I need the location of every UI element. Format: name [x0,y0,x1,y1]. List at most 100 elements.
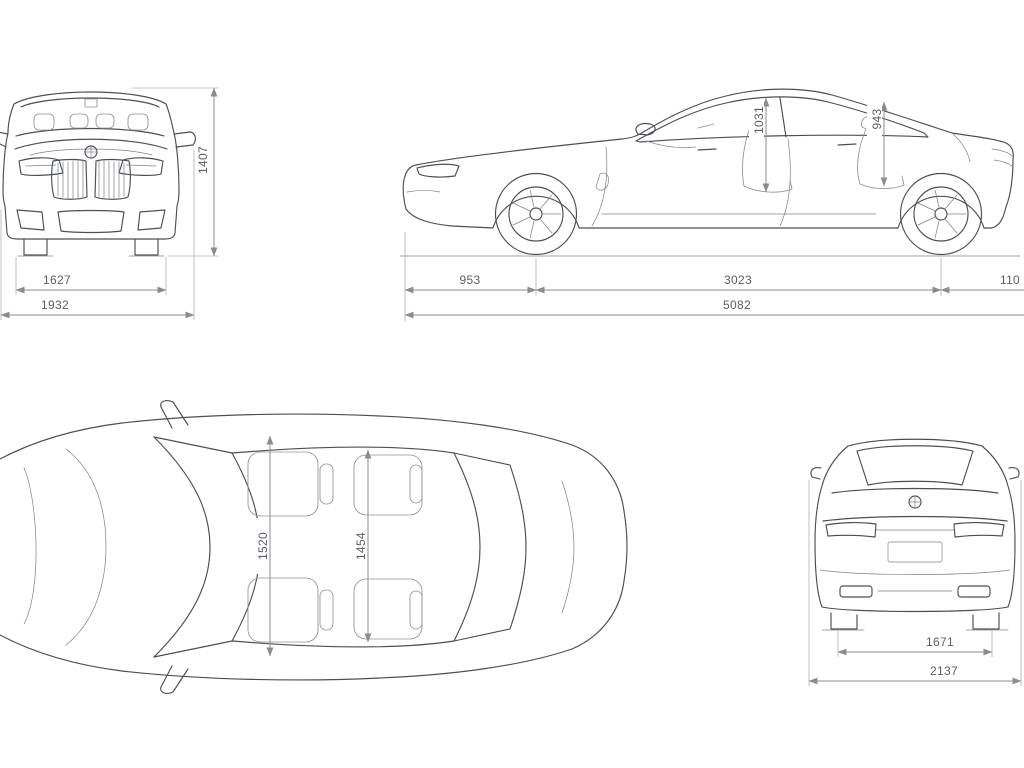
dim-rear-overhang-label: 110 [1000,273,1020,287]
bumper-crease [819,569,1011,575]
front-tire [494,172,578,256]
bmw-roundel-icon [908,495,922,509]
dim-rear-width-label: 2137 [930,664,958,678]
front-headlight-detail [25,164,157,167]
dim-track-label: 1627 [43,273,71,287]
kidney-grille [51,158,131,200]
left-taillight [825,522,877,538]
headrest [127,113,149,131]
top-car-body [0,400,628,694]
roundel-cross [908,495,922,509]
rear-seat-right [353,578,423,640]
front-bumper-intakes [16,209,166,234]
dim-rear-interior-width-label: 1454 [354,532,368,560]
rear-outline [814,438,1016,613]
rear-left-wheel [830,612,858,630]
top-dimensions: 1520 1454 [252,435,372,657]
rear-door-shutline [779,138,791,227]
top-left-mirror [160,400,189,429]
top-right-mirror [160,665,189,694]
door-handles [697,143,857,151]
headrest [33,113,55,131]
rear-tire [899,172,983,256]
dashboard [645,123,715,149]
label-backing [867,100,882,140]
label-backing [350,518,365,574]
shoulder-line [822,515,1008,522]
side-dimensions: 953 3023 110 5082 [404,232,1024,322]
front-fascia-line [23,467,37,625]
width-extension-lines [0,150,195,320]
headrest [69,113,89,129]
headrest [319,589,334,631]
front-hood-crease [14,138,168,150]
rear-width-extension-lines [808,480,1022,686]
front-wheels [17,238,165,257]
rear-view: 1671 2137 [808,438,1022,686]
top-outline [0,413,628,681]
rear-hub [934,207,948,221]
a-pillars [153,436,233,658]
length-extension-lines [404,232,942,322]
front-car-body [0,91,196,257]
dim-front-interior-width-label: 1520 [256,532,270,560]
windshield-base [153,436,211,658]
rear-dimensions: 1671 2137 [808,480,1022,686]
dim-length-label: 5082 [723,298,751,312]
front-bumper-line [406,190,441,193]
front-door-shutline [591,146,608,227]
track-extension-lines [15,257,167,295]
headrest [409,464,423,504]
front-right-mirror [173,131,196,148]
bmw-roundel-icon [84,145,98,159]
dim-rear-track-label: 1671 [926,635,954,649]
rear-track-extension-lines [837,631,993,657]
side-headlight [416,163,460,178]
side-wheels [494,172,983,256]
grille-right-kidney [94,158,131,200]
front-rim [508,186,564,242]
top-view: 1520 1454 [0,400,628,694]
front-roof-outline [2,91,180,240]
license-plate-recess [887,541,943,563]
rear-right-mirror [1008,466,1020,480]
rear-right-wheel [972,612,1000,630]
rear-window-front-edge [453,452,481,642]
dim-width-label: 1932 [41,298,69,312]
side-outline [402,88,1014,229]
rear-left-mirror [810,466,822,480]
roundel-cross [84,145,98,159]
headrest [319,463,334,505]
right-taillight [953,522,1005,538]
trunk-shutline [951,132,971,163]
front-view: 1407 1627 1932 [0,87,219,320]
dim-wheelbase-label: 3023 [724,273,752,287]
grille-slats [57,160,125,199]
front-right-wheel [134,238,159,256]
right-exhaust [957,585,991,598]
left-intake [16,209,45,231]
headrest [409,590,423,630]
top-seats [247,451,423,643]
headrest [95,113,115,129]
rear-rim [913,186,969,242]
center-intake [57,209,125,234]
hood-cutline [65,448,107,646]
grille-left-kidney [51,158,88,200]
rear-seat-left [353,454,423,516]
right-intake [137,209,166,231]
front-dimensions: 1407 1627 1932 [0,87,219,320]
side-mirror [635,122,656,136]
dim-front-headroom-label: 1031 [752,106,766,134]
rear-car-body [810,438,1020,631]
rear-window [856,445,974,486]
dim-rear-headroom-label: 943 [870,109,884,130]
front-seat-left [247,451,319,517]
dim-height-label: 1407 [196,146,210,174]
rear-window-rear-edge [509,464,527,630]
trunk-cutline [561,480,575,614]
side-interior-dimensions: 1031 943 [749,97,888,193]
rear-seat [857,114,905,190]
